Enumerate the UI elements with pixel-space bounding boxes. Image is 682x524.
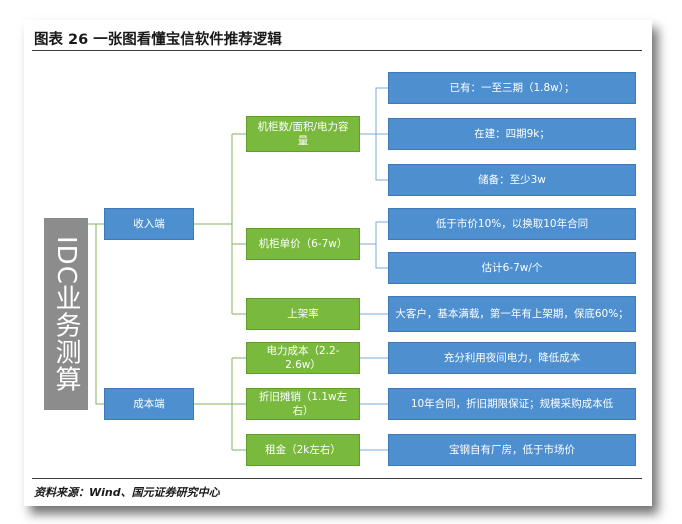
title-divider bbox=[32, 50, 642, 51]
leaf-existing-text: 已有：一至三期（1.8w）； bbox=[449, 81, 575, 94]
connector-income-up bbox=[194, 134, 233, 225]
leaf-own-plant-text: 宝钢自有厂房，低于市场价 bbox=[449, 443, 575, 456]
branch-cost-label: 成本端 bbox=[133, 397, 165, 410]
unit-price-node: 机柜单价（6-7w） bbox=[246, 228, 360, 260]
leaf-big-customer: 大客户，基本满载，第一年有上架期，保底60%； bbox=[388, 296, 636, 332]
leaf-reserve-text: 储备：至少3w bbox=[478, 173, 546, 186]
leaf-below-market-text: 低于市价10%，以换取10年合同 bbox=[435, 217, 589, 230]
connector-leaf-1 bbox=[360, 87, 388, 135]
leaf-under-construction-text: 在建：四期9k； bbox=[474, 127, 550, 140]
leaf-estimate-text: 估计6-7w/个 bbox=[481, 261, 543, 274]
power-cost-label: 电力成本（2.2-2.6w） bbox=[266, 344, 340, 371]
occupancy-label: 上架率 bbox=[287, 307, 319, 320]
leaf-reserve: 储备：至少3w bbox=[388, 164, 636, 196]
connector-leaf-4 bbox=[360, 221, 388, 245]
leaf-night-power: 充分利用夜间电力，降低成本 bbox=[388, 342, 636, 374]
leaf-estimate: 估计6-7w/个 bbox=[388, 252, 636, 284]
source-divider bbox=[32, 478, 642, 479]
power-cost-node: 电力成本（2.2-2.6w） bbox=[246, 342, 360, 374]
root-label: IDC业务测算 bbox=[51, 235, 81, 393]
leaf-own-plant: 宝钢自有厂房，低于市场价 bbox=[388, 434, 636, 466]
leaf-night-power-text: 充分利用夜间电力，降低成本 bbox=[443, 351, 581, 364]
capacity-node: 机柜数/面积/电力容量 bbox=[246, 116, 360, 152]
branch-income-node: 收入端 bbox=[104, 208, 194, 240]
rent-label: 租金（2k左右） bbox=[265, 443, 341, 456]
leaf-contract-text: 10年合同，折旧期限保证；规模采购成本低 bbox=[410, 397, 614, 410]
depreciation-node: 折旧摊销（1.1w左右） bbox=[246, 388, 360, 420]
source-note: 资料来源：Wind、国元证券研究中心 bbox=[34, 486, 220, 499]
leaf-below-market: 低于市价10%，以换取10年合同 bbox=[388, 208, 636, 240]
root-node: IDC业务测算 bbox=[44, 218, 88, 410]
connector-leaf-3 bbox=[375, 134, 388, 181]
rent-node: 租金（2k左右） bbox=[246, 434, 360, 466]
leaf-big-customer-text: 大客户，基本满载，第一年有上架期，保底60%； bbox=[395, 307, 629, 320]
depreciation-label: 折旧摊销（1.1w左右） bbox=[258, 390, 348, 417]
branch-cost-node: 成本端 bbox=[104, 388, 194, 420]
leaf-under-construction: 在建：四期9k； bbox=[388, 118, 636, 150]
leaf-existing: 已有：一至三期（1.8w）； bbox=[388, 72, 636, 104]
connector-leaf-5 bbox=[375, 244, 388, 269]
capacity-label: 机柜数/面积/电力容量 bbox=[257, 120, 349, 147]
unit-price-label: 机柜单价（6-7w） bbox=[258, 237, 348, 250]
figure-title: 图表 26 一张图看懂宝信软件推荐逻辑 bbox=[34, 32, 282, 48]
connector-cost-up bbox=[194, 358, 233, 405]
branch-income-label: 收入端 bbox=[133, 217, 165, 230]
connector-root bbox=[88, 223, 104, 405]
leaf-contract: 10年合同，折旧期限保证；规模采购成本低 bbox=[388, 388, 636, 420]
occupancy-node: 上架率 bbox=[246, 298, 360, 330]
